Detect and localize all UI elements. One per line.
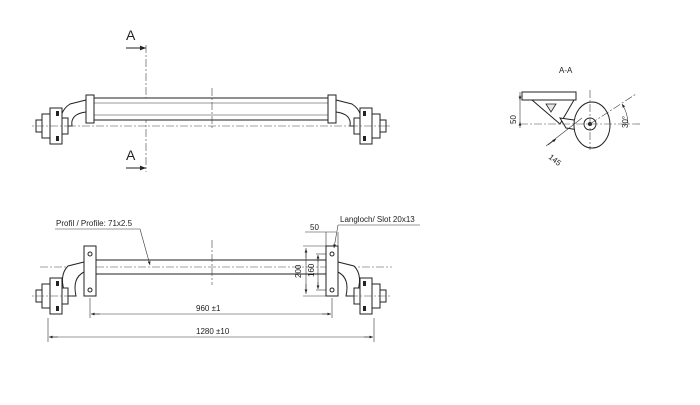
section-letter-top: A [126,27,136,43]
dim-960: 960 ±1 [196,304,221,313]
axle-tube-top [92,97,330,121]
front-view: Profil / Profile: 71x2.5 Langloch/ Slot … [29,215,420,342]
dim-50-section: 50 [509,115,518,124]
dim-angle: 30° [621,116,630,128]
dim-1280: 1280 ±10 [196,327,230,336]
section-view: A-A 50 145 30° [509,66,640,168]
top-view: A A [29,27,393,172]
dim-145: 145 [547,152,563,168]
dim-160: 160 [307,263,316,277]
section-letter-bottom: A [126,147,136,163]
section-title: A-A [559,66,573,75]
dim-50-front: 50 [310,223,319,232]
slot-label: Langloch/ Slot 20x13 [340,215,415,224]
profile-label: Profil / Profile: 71x2.5 [56,219,133,228]
dim-200: 200 [294,264,303,278]
